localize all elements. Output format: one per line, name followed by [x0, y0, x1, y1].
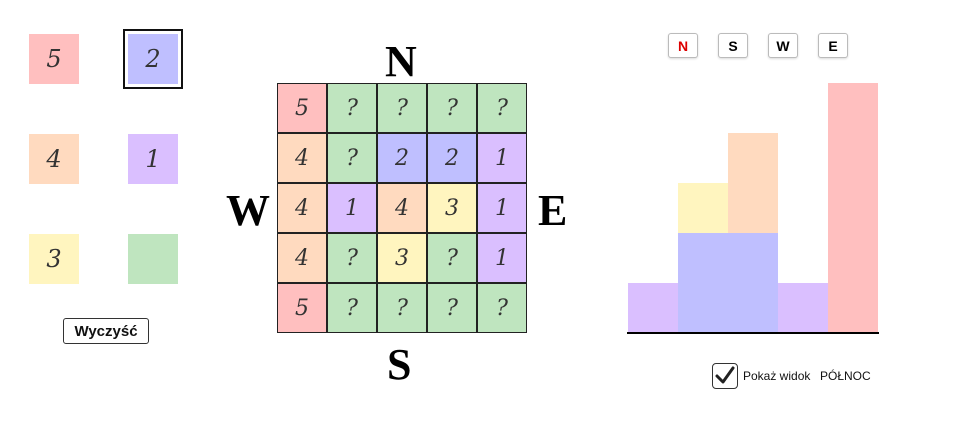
board-cell[interactable]: 4	[277, 233, 327, 283]
board-cell[interactable]: 2	[427, 133, 477, 183]
board-cell[interactable]: ?	[327, 133, 377, 183]
board-cell[interactable]: 3	[427, 183, 477, 233]
board-cell[interactable]: ?	[427, 283, 477, 333]
compass-south: S	[387, 340, 412, 389]
skyline-bar-segment	[728, 133, 778, 233]
skyline-bar-segment	[828, 83, 878, 333]
skyline-bar-segment	[678, 183, 728, 233]
skyline-baseline	[627, 332, 879, 334]
view-button-e[interactable]: E	[818, 33, 848, 58]
palette-tile[interactable]: 3	[29, 234, 79, 284]
compass-north: N	[385, 37, 417, 86]
board-cell[interactable]: 1	[477, 133, 527, 183]
skyline-bar-segment	[628, 283, 678, 333]
board-cell[interactable]: 3	[377, 233, 427, 283]
board-cell[interactable]: ?	[327, 283, 377, 333]
board-cell[interactable]: ?	[427, 233, 477, 283]
board-cell[interactable]: 1	[477, 233, 527, 283]
board-cell[interactable]: ?	[327, 83, 377, 133]
palette-tile[interactable]: 2	[128, 34, 178, 84]
view-button-n[interactable]: N	[668, 33, 698, 58]
palette-tile[interactable]: 1	[128, 134, 178, 184]
show-view-label: Pokaż widok	[743, 369, 811, 383]
board-cell[interactable]: ?	[477, 83, 527, 133]
board-cell[interactable]: 1	[477, 183, 527, 233]
compass-east: E	[538, 186, 568, 235]
board-cell[interactable]: ?	[477, 283, 527, 333]
board-cell[interactable]: 4	[277, 183, 327, 233]
view-direction-label: PÓŁNOC	[820, 369, 871, 383]
board-cell[interactable]: 5	[277, 83, 327, 133]
board-cell[interactable]: ?	[427, 83, 477, 133]
checkmark-icon	[715, 366, 735, 384]
compass-west: W	[226, 186, 270, 235]
clear-button[interactable]: Wyczyść	[63, 318, 149, 344]
skyline-bar-segment	[778, 283, 828, 333]
palette-selection-frame	[123, 29, 183, 89]
skyline-bar-segment	[678, 233, 728, 333]
board-cell[interactable]: 4	[277, 133, 327, 183]
board-cell[interactable]: ?	[327, 233, 377, 283]
palette-tile[interactable]: 5	[29, 34, 79, 84]
palette-tile[interactable]	[128, 234, 178, 284]
board-cell[interactable]: 5	[277, 283, 327, 333]
palette-tile[interactable]: 4	[29, 134, 79, 184]
board-cell[interactable]: 2	[377, 133, 427, 183]
view-button-s[interactable]: S	[718, 33, 748, 58]
board-cell[interactable]: ?	[377, 283, 427, 333]
view-button-w[interactable]: W	[768, 33, 798, 58]
show-view-checkbox[interactable]	[712, 363, 738, 389]
skyline-bar-segment	[728, 233, 778, 333]
board-cell[interactable]: ?	[377, 83, 427, 133]
board-cell[interactable]: 4	[377, 183, 427, 233]
board-cell[interactable]: 1	[327, 183, 377, 233]
